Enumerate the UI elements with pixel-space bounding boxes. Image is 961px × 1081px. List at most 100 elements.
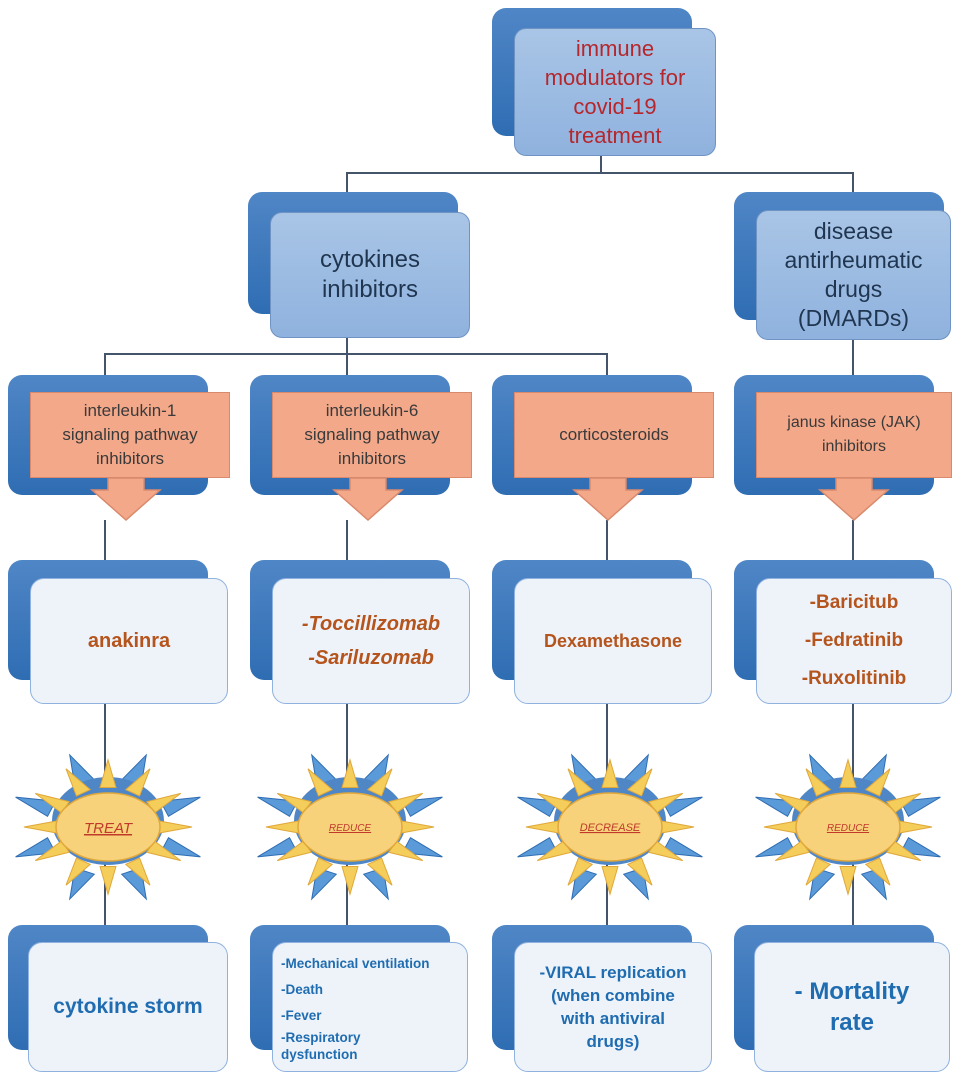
- dmards-node-label: disease antirheumatic drugs (DMARDs): [784, 218, 923, 331]
- burst-yellow-ray: [99, 757, 117, 789]
- root-node: immune modulators for covid-19 treatment: [514, 28, 716, 156]
- burst-blue-ray: [517, 836, 559, 858]
- col2-effect-burst: REDUCE: [257, 753, 443, 901]
- col3-effect-burst: DECREASE: [517, 753, 703, 901]
- burst-center: [297, 792, 403, 862]
- col4-outcome-box: - Mortality rate: [754, 942, 950, 1072]
- burst-yellow-ray: [124, 857, 151, 886]
- col2-down-arrow: [332, 478, 404, 522]
- burst-yellow-ray: [65, 857, 92, 886]
- connector-col3-stage: [606, 520, 608, 950]
- connector-cytokines-down: [346, 338, 348, 354]
- burst-blue-ray: [15, 836, 57, 858]
- burst-yellow-ray: [567, 857, 594, 886]
- burst-yellow-ray: [525, 820, 562, 834]
- burst-blue-ray: [899, 836, 941, 858]
- burst-yellow-ray: [366, 857, 393, 886]
- connector-to-col2: [346, 353, 348, 393]
- col3-outcome-box: -VIRAL replication (when combine with an…: [514, 942, 712, 1072]
- col1-down-arrow: [90, 478, 162, 522]
- col2-outcome-0: -Mechanical ventilation: [281, 956, 430, 971]
- col3-category-label: corticosteroids: [559, 425, 669, 444]
- burst-yellow-ray: [124, 768, 151, 797]
- cytokines-node-label: cytokines inhibitors: [319, 246, 421, 303]
- col3-category: corticosteroids: [514, 392, 714, 478]
- burst-yellow-ray: [366, 768, 393, 797]
- connector-root-down: [600, 155, 602, 173]
- burst-blue-ray: [755, 836, 797, 858]
- burst-yellow-ray: [341, 865, 359, 897]
- burst-yellow-ray: [398, 820, 435, 834]
- burst-blue-ray: [401, 796, 443, 818]
- burst-yellow-ray: [567, 768, 594, 797]
- col2-outcome-box: -Mechanical ventilation -Death -Fever -R…: [272, 942, 468, 1072]
- col2-outcome-1: -Death: [281, 982, 324, 997]
- col3-down-arrow: [572, 478, 644, 522]
- connector-to-dmards: [852, 172, 854, 210]
- burst-yellow-ray: [265, 820, 302, 834]
- col4-category-label: janus kinase (JAK) inhibitors: [787, 414, 921, 455]
- burst-yellow-ray: [839, 865, 857, 897]
- burst-blue-ray: [159, 836, 201, 858]
- burst-yellow-ray: [763, 820, 800, 834]
- burst-yellow-ray: [307, 857, 334, 886]
- burst-blue-ray: [15, 796, 57, 818]
- col1-category-label: interleukin-1 signaling pathway inhibito…: [62, 401, 198, 468]
- col4-drug-1: -Fedratinib: [804, 630, 904, 651]
- connector-col1-stage: [104, 520, 106, 950]
- burst-yellow-ray: [658, 820, 695, 834]
- burst-yellow-ray: [99, 865, 117, 897]
- burst-yellow-ray: [805, 768, 832, 797]
- burst-yellow-ray: [601, 757, 619, 789]
- dmards-node: disease antirheumatic drugs (DMARDs): [756, 210, 951, 340]
- burst-yellow-ray: [307, 768, 334, 797]
- col2-category: interleukin-6 signaling pathway inhibito…: [272, 392, 472, 478]
- burst-blue-ray: [401, 836, 443, 858]
- burst-blue-ray: [159, 796, 201, 818]
- burst-center: [557, 792, 663, 862]
- col4-category: janus kinase (JAK) inhibitors: [756, 392, 952, 478]
- col4-effect-burst: REDUCE: [755, 753, 941, 901]
- connector-to-col3: [606, 353, 608, 393]
- connector-col2-stage: [346, 520, 348, 950]
- burst-yellow-ray: [864, 768, 891, 797]
- col2-drug-0: -Toccillizomab: [301, 613, 441, 635]
- col3-drug-0: Dexamethasone: [543, 630, 683, 651]
- burst-blue-ray: [517, 796, 559, 818]
- col1-drug-0: anakinra: [87, 629, 171, 652]
- burst-yellow-ray: [341, 757, 359, 789]
- burst-yellow-ray: [601, 865, 619, 897]
- connector-dmards-down: [852, 340, 854, 392]
- col1-drug-box: anakinra: [30, 578, 228, 704]
- connector-to-cytokines: [346, 172, 348, 210]
- col3-effect-label: DECREASE: [580, 822, 641, 834]
- col4-down-arrow: [818, 478, 890, 522]
- burst-center: [795, 792, 901, 862]
- burst-blue-ray: [661, 836, 703, 858]
- col4-drug-box: -Baricitub -Fedratinib -Ruxolitinib: [756, 578, 952, 704]
- burst-blue-ray: [661, 796, 703, 818]
- col4-outcome-0: - Mortality rate: [794, 978, 910, 1036]
- burst-yellow-ray: [65, 768, 92, 797]
- col1-effect-label: TREAT: [84, 820, 134, 837]
- burst-blue-ray: [257, 836, 299, 858]
- connector-level3-horizontal: [104, 353, 608, 355]
- connector-to-col1: [104, 353, 106, 393]
- col2-category-label: interleukin-6 signaling pathway inhibito…: [304, 401, 440, 468]
- burst-yellow-ray: [23, 820, 60, 834]
- col4-drug-2: -Ruxolitinib: [801, 668, 907, 689]
- col1-outcome-box: cytokine storm: [28, 942, 228, 1072]
- col2-drug-box: -Toccillizomab -Sariluzomab: [272, 578, 470, 704]
- col4-drug-0: -Baricitub: [809, 592, 899, 613]
- burst-center: [55, 792, 161, 862]
- burst-yellow-ray: [626, 857, 653, 886]
- col2-outcome-3: -Respiratory dysfunction: [281, 1030, 361, 1062]
- col1-outcome-0: cytokine storm: [53, 995, 203, 1018]
- col1-effect-burst: TREAT: [15, 753, 201, 901]
- cytokines-node: cytokines inhibitors: [270, 212, 470, 338]
- col2-effect-label: REDUCE: [329, 823, 372, 834]
- burst-yellow-ray: [626, 768, 653, 797]
- col1-category: interleukin-1 signaling pathway inhibito…: [30, 392, 230, 478]
- col2-outcome-2: -Fever: [281, 1008, 322, 1023]
- col2-drug-1: -Sariluzomab: [308, 647, 434, 669]
